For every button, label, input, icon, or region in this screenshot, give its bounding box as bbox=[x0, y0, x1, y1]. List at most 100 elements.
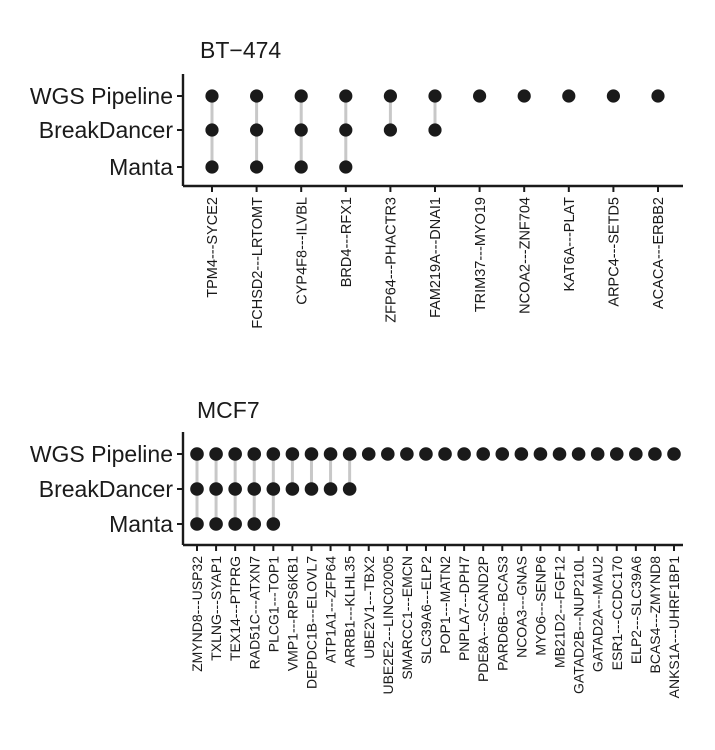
data-dot bbox=[339, 160, 353, 174]
data-dot bbox=[209, 447, 223, 461]
x-tick-label: ZFP64---PHACTR3 bbox=[384, 197, 400, 323]
x-tick-label: ESR1---CCDC170 bbox=[609, 556, 625, 671]
data-dot bbox=[250, 160, 264, 174]
x-tick-label: ATP1A1---ZFP64 bbox=[323, 556, 339, 663]
data-dot bbox=[266, 447, 281, 461]
data-dot bbox=[190, 447, 204, 461]
data-dot bbox=[205, 89, 219, 103]
x-tick-label: GATAD2B---NUP210L bbox=[571, 556, 587, 694]
x-tick-label: TRIM37---MYO19 bbox=[473, 197, 489, 312]
x-tick-label: TXLNG---SYAP1 bbox=[208, 556, 224, 661]
y-tick-label: Manta bbox=[109, 154, 173, 180]
data-dot bbox=[304, 447, 319, 461]
data-dot bbox=[190, 517, 204, 531]
data-dot bbox=[266, 482, 281, 496]
panel-title: MCF7 bbox=[197, 397, 260, 423]
data-dot bbox=[294, 123, 308, 137]
x-tick-label: BCAS4---ZMYND8 bbox=[647, 556, 663, 674]
data-dot bbox=[304, 482, 319, 496]
data-dot bbox=[609, 447, 624, 461]
data-dot bbox=[533, 447, 548, 461]
data-dot bbox=[228, 482, 242, 496]
data-dot bbox=[428, 123, 442, 137]
x-tick-label: PNPLA7---DPH7 bbox=[456, 556, 472, 661]
x-tick-label: PLCG1---TOP1 bbox=[265, 556, 281, 652]
data-dot bbox=[383, 123, 397, 137]
x-tick-label: ZMYND8---USP32 bbox=[189, 556, 205, 672]
x-tick-label: GATAD2A---MAU2 bbox=[590, 556, 606, 672]
data-dot bbox=[606, 89, 621, 103]
data-dot bbox=[205, 160, 219, 174]
data-dot bbox=[247, 447, 262, 461]
data-dot bbox=[228, 447, 242, 461]
x-tick-label: ELP2---SLC39A6 bbox=[628, 556, 644, 664]
data-dot bbox=[205, 123, 219, 137]
x-tick-label: ANKS1A---UHRF1BP1 bbox=[666, 556, 682, 699]
data-dot bbox=[590, 447, 605, 461]
x-tick-label: KAT6A---PLAT bbox=[562, 197, 578, 292]
x-tick-label: DEPDC1B---ELOVL7 bbox=[304, 556, 320, 689]
data-dot bbox=[473, 89, 487, 103]
data-dot bbox=[476, 447, 491, 461]
data-dot bbox=[228, 517, 242, 531]
x-tick-label: UBE2V1---TBX2 bbox=[361, 556, 377, 659]
data-dot bbox=[562, 89, 576, 103]
panel-title: BT−474 bbox=[200, 37, 281, 63]
y-tick-label: WGS Pipeline bbox=[30, 83, 173, 109]
data-dot bbox=[438, 447, 452, 461]
data-dot bbox=[419, 447, 433, 461]
data-dot bbox=[651, 89, 665, 103]
x-tick-label: PARD6B---BCAS3 bbox=[494, 556, 510, 671]
data-dot bbox=[342, 482, 357, 496]
x-tick-label: RAD51C---ATXN7 bbox=[246, 556, 262, 670]
data-dot bbox=[266, 517, 281, 531]
data-dot bbox=[495, 447, 510, 461]
y-tick-label: BreakDancer bbox=[39, 476, 174, 502]
data-dot bbox=[381, 447, 395, 461]
x-tick-label: UBE2E2---LINC02005 bbox=[380, 556, 396, 695]
x-tick-label: TPM4---SYCE2 bbox=[205, 197, 221, 298]
data-dot bbox=[457, 447, 471, 461]
data-dot bbox=[667, 447, 681, 461]
data-dot bbox=[517, 89, 531, 103]
data-dot bbox=[383, 89, 397, 103]
data-dot bbox=[294, 89, 308, 103]
data-dot bbox=[428, 89, 442, 103]
x-tick-label: CYP4F8---ILVBL bbox=[294, 197, 310, 305]
data-dot bbox=[514, 447, 529, 461]
x-tick-label: TEX14---PTPRG bbox=[227, 556, 243, 661]
data-dot bbox=[209, 482, 223, 496]
data-dot bbox=[323, 447, 338, 461]
x-tick-label: SLC39A6---ELP2 bbox=[418, 556, 434, 664]
data-dot bbox=[648, 447, 662, 461]
y-tick-label: BreakDancer bbox=[39, 117, 174, 143]
data-dot bbox=[285, 482, 300, 496]
x-tick-label: ACACA---ERBB2 bbox=[651, 197, 667, 309]
data-dot bbox=[250, 89, 264, 103]
data-dot bbox=[190, 482, 204, 496]
x-tick-label: NCOA2---ZNF704 bbox=[517, 197, 533, 314]
y-tick-label: WGS Pipeline bbox=[30, 441, 173, 467]
x-tick-label: POP1---MATN2 bbox=[437, 556, 453, 654]
data-dot bbox=[209, 517, 223, 531]
data-dot bbox=[250, 123, 264, 137]
data-dot bbox=[400, 447, 414, 461]
data-dot bbox=[361, 447, 376, 461]
data-dot bbox=[323, 482, 338, 496]
data-dot bbox=[552, 447, 567, 461]
data-dot bbox=[339, 123, 353, 137]
data-dot bbox=[571, 447, 586, 461]
data-dot bbox=[339, 89, 353, 103]
x-tick-label: FAM219A---DNAI1 bbox=[428, 197, 444, 318]
x-tick-label: MB21D2---FGF12 bbox=[552, 556, 568, 668]
data-dot bbox=[247, 482, 262, 496]
data-dot bbox=[629, 447, 643, 461]
x-tick-label: VMP1---RPS6KB1 bbox=[284, 556, 300, 671]
x-tick-label: ARRB1---KLHL35 bbox=[342, 556, 358, 667]
data-dot bbox=[247, 517, 262, 531]
x-tick-label: SMARCC1---EMCN bbox=[399, 556, 415, 680]
